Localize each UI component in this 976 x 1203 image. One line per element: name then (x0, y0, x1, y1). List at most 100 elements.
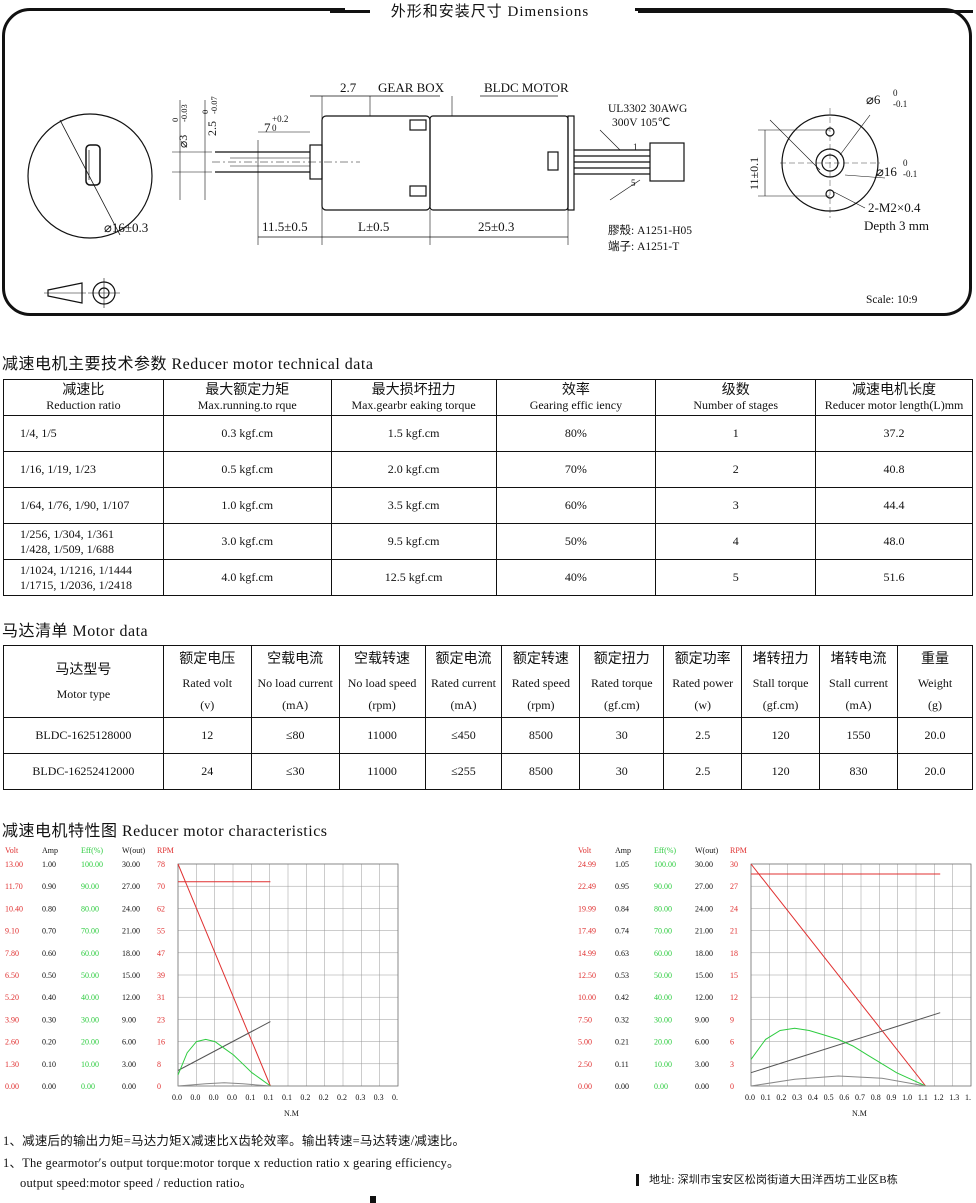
motor-cell: 2.5 (663, 717, 743, 754)
x-tick-label: 0.2 (337, 1093, 347, 1102)
axis-tick-label: 0.11 (615, 1060, 629, 1069)
axis-tick-label: 23 (157, 1015, 165, 1024)
dim-25: 25±0.3 (478, 219, 514, 234)
axis-tick-label: 24.99 (578, 860, 596, 869)
motor-cell: 12 (162, 717, 252, 754)
x-tick-label: 0.0 (172, 1093, 182, 1102)
axis-tick-label: 30.00 (122, 860, 140, 869)
axis-tick-label: 9.00 (122, 1015, 136, 1024)
motor-cell: ≤450 (424, 717, 503, 754)
axis-tick-label: 40.00 (81, 993, 99, 1002)
dimensions-title: 外形和安装尺寸 Dimensions (345, 0, 635, 24)
axis-tick-label: 3.00 (695, 1060, 709, 1069)
series-line (750, 1075, 926, 1087)
svg-text:-0.07: -0.07 (209, 96, 219, 114)
page-mark (370, 1196, 376, 1203)
series-line (177, 1038, 271, 1087)
axis-tick-label: 15.00 (695, 971, 713, 980)
axis-tick-label: 60.00 (654, 949, 672, 958)
axis-tick-label: 30 (730, 860, 738, 869)
x-tick-label: 1.2 (934, 1093, 944, 1102)
motor-cell: 20.0 (896, 717, 974, 754)
dim-l: L±0.5 (358, 219, 389, 234)
motor-cell: ≤80 (250, 717, 340, 754)
axis-tick-label: 0 (157, 1082, 161, 1091)
x-tick-label: 0.0 (209, 1093, 219, 1102)
axis-tick-label: 0.80 (42, 904, 56, 913)
axis-tick-label: 10.40 (5, 904, 23, 913)
motor-cell: 30 (579, 717, 665, 754)
motor-cell: 1550 (819, 717, 898, 754)
x-axis-label: N.M (852, 1109, 867, 1118)
axis-tick-label: 10.00 (81, 1060, 99, 1069)
axis-tick-label: 21 (730, 927, 738, 936)
x-tick-label: 1.1 (918, 1093, 928, 1102)
x-tick-label: 0.2 (776, 1093, 786, 1102)
axis-tick-label: 78 (157, 860, 165, 869)
scale-label: Scale: 10:9 (866, 294, 918, 306)
axis-tick-label: 27 (730, 882, 738, 891)
axis-tick-label: 21.00 (695, 927, 713, 936)
axis-tick-label: 40.00 (654, 993, 672, 1002)
motor-cell: 2.5 (663, 753, 743, 790)
axis-tick-label: 2.50 (578, 1060, 592, 1069)
label-gearbox: GEAR BOX (378, 80, 445, 95)
x-tick-label: 0.2 (300, 1093, 310, 1102)
motor-cell: 120 (741, 717, 821, 754)
svg-text:-0.1: -0.1 (903, 169, 917, 179)
note-en-2: output speed:motor speed / reduction rat… (20, 1176, 253, 1190)
axis-tick-label: 12.50 (578, 971, 596, 980)
column-header: Eff(%) (81, 846, 103, 855)
axis-tick-label: 70.00 (654, 927, 672, 936)
axis-tick-label: 22.49 (578, 882, 596, 891)
x-tick-label: 0.3 (374, 1093, 384, 1102)
motor-cell: 24 (162, 753, 252, 790)
column-header: RPM (730, 846, 747, 855)
motor-section-title: 马达清单 Motor data (2, 623, 149, 640)
end-view-circle (27, 113, 153, 239)
x-tick-label: 1.0 (902, 1093, 912, 1102)
axis-tick-label: 3.90 (5, 1015, 19, 1024)
axis-tick-label: 9.10 (5, 927, 19, 936)
dim-d3: ⌀3 (176, 135, 190, 148)
title-rule-right (638, 10, 973, 13)
axis-tick-label: 8 (157, 1060, 161, 1069)
column-header: Amp (615, 846, 631, 855)
motor-cell: 30 (579, 753, 665, 790)
terminal-part: 端子: A1251-T (608, 240, 679, 253)
axis-tick-label: 50.00 (654, 971, 672, 980)
wire-spec: UL3302 30AWG (608, 103, 687, 115)
plot-frame (750, 863, 972, 1087)
axis-tick-label: 18.00 (695, 949, 713, 958)
svg-text:0: 0 (272, 123, 277, 133)
axis-tick-label: 0.70 (42, 927, 56, 936)
axis-tick-label: 0.84 (615, 904, 629, 913)
dim-d16: ⌀16±0.3 (104, 220, 148, 235)
x-tick-label: 0.3 (792, 1093, 802, 1102)
x-tick-label: 0.4 (808, 1093, 818, 1102)
axis-tick-label: 7.50 (578, 1015, 592, 1024)
axis-tick-label: 3.00 (122, 1060, 136, 1069)
series-line (750, 1027, 926, 1087)
axis-tick-label: 13.00 (5, 860, 23, 869)
axis-tick-label: 0.42 (615, 993, 629, 1002)
axis-tick-label: 19.99 (578, 904, 596, 913)
series-line (750, 863, 926, 1087)
axis-tick-label: 17.49 (578, 927, 596, 936)
axis-tick-label: 6 (730, 1038, 734, 1047)
svg-text:-0.1: -0.1 (893, 99, 907, 109)
axis-tick-label: 21.00 (122, 927, 140, 936)
axis-tick-label: 47 (157, 949, 165, 958)
axis-tick-label: 14.99 (578, 949, 596, 958)
motor-cell: 11000 (338, 717, 426, 754)
